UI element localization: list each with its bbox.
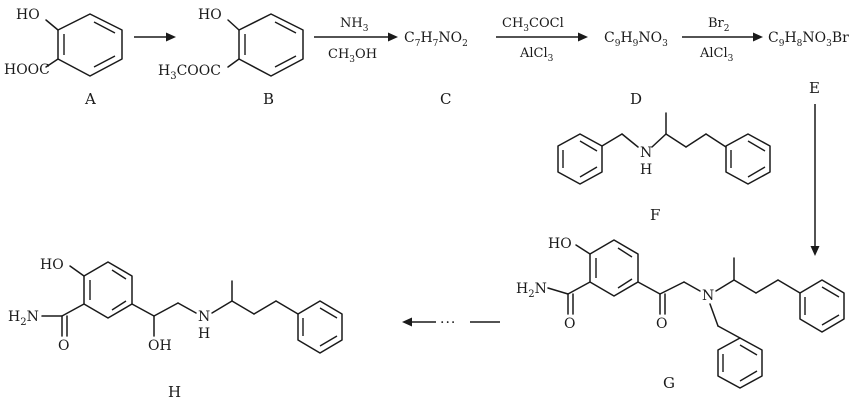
reagent-alcl3-first: AlCl3 (519, 46, 554, 64)
compound-h-amide-oxygen: O (58, 338, 69, 354)
compound-a-carboxyl: HOOC (4, 62, 50, 78)
arrow-e-to-g (810, 104, 820, 256)
label-c: C (440, 90, 451, 108)
compound-h-nitrogen: N (198, 309, 210, 325)
reagent-acetyl-chloride: CH3COCl (502, 16, 564, 34)
arrow-b-to-c: NH3 CH3OH (314, 16, 398, 65)
formula-c: C7H7NO2 (404, 30, 468, 49)
compound-h-phenol: HO (40, 257, 64, 273)
compound-f-amine-hydrogen: H (640, 162, 652, 178)
reagent-methanol: CH3OH (328, 47, 377, 65)
compound-h-amine-hydrogen: H (198, 326, 210, 342)
formula-e: C9H8NO3Br (768, 30, 849, 49)
label-d: D (630, 90, 642, 108)
arrow-a-to-b (134, 32, 176, 42)
compound-g-ketone-oxygen: O (656, 316, 667, 332)
label-f: F (650, 206, 660, 224)
reagent-alcl3-second: AlCl3 (699, 46, 734, 64)
compound-h-structure: HO H2N O OH N H H (8, 257, 343, 401)
compound-f-nitrogen: N (640, 145, 652, 161)
label-e: E (809, 79, 820, 97)
compound-b-hydroxyl: HO (198, 7, 222, 23)
compound-a-hydroxyl: HO (16, 7, 40, 23)
continuation-ellipsis: ··· (440, 315, 456, 331)
compound-g-nitrogen: N (702, 288, 714, 304)
compound-f-structure: N H F (557, 112, 771, 224)
compound-d: C9H9NO3 D (604, 30, 668, 108)
label-b: B (263, 90, 274, 108)
reagent-bromine: Br2 (708, 16, 730, 34)
label-a: A (84, 90, 96, 108)
compound-g-structure: HO H2N O O N G (516, 236, 845, 392)
arrow-c-to-d: CH3COCl AlCl3 (496, 16, 588, 64)
compound-a-structure: HO HOOC A (4, 7, 123, 108)
compound-g-amide-oxygen: O (564, 316, 575, 332)
compound-c: C7H7NO2 C (404, 30, 468, 108)
compound-g-amine: H2N (516, 281, 547, 300)
arrow-d-to-e: Br2 AlCl3 (682, 16, 763, 64)
arrow-g-to-h: ··· (402, 315, 500, 331)
label-g: G (663, 374, 675, 392)
compound-e: C9H8NO3Br E (768, 30, 849, 97)
compound-h-alcohol: OH (148, 338, 172, 354)
compound-b-structure: HO H3COOC B (158, 7, 304, 108)
compound-b-ester: H3COOC (158, 63, 221, 82)
compound-h-amine: H2N (8, 309, 39, 328)
compound-g-hydroxyl: HO (548, 236, 572, 252)
label-h: H (168, 383, 181, 401)
formula-d: C9H9NO3 (604, 30, 668, 49)
reagent-ammonia: NH3 (340, 16, 369, 34)
